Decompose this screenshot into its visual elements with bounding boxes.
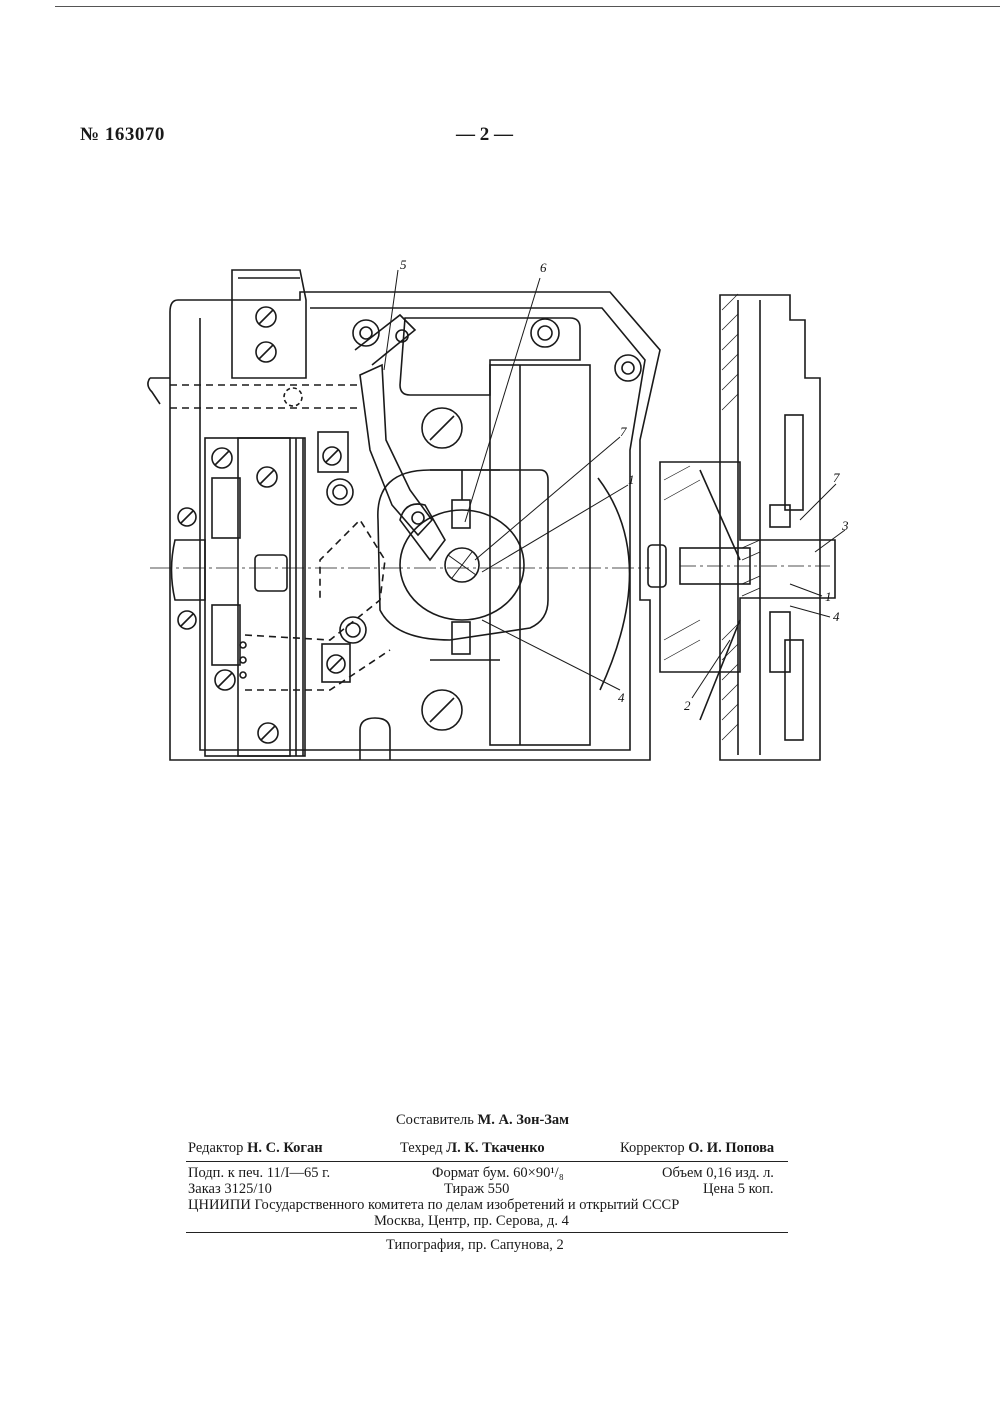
corrector-name: О. И. Попова <box>688 1140 774 1156</box>
imprint-rule-bottom <box>186 1232 788 1233</box>
volume: Объем 0,16 изд. л. <box>662 1165 774 1182</box>
techred-label: Техред <box>400 1140 443 1156</box>
compiler-name: М. А. Зон-Зам <box>478 1112 570 1128</box>
figure-label-7-section: 7 <box>833 470 840 485</box>
housing-outline <box>170 292 660 760</box>
paper-format: Формат бум. 60×90¹/₈ <box>432 1165 564 1182</box>
techred-name: Л. К. Ткаченко <box>446 1140 544 1156</box>
large-arc <box>598 478 630 690</box>
figure-label-4-section: 4 <box>833 609 840 624</box>
editor-name: Н. С. Коган <box>247 1140 322 1156</box>
compiler-line: Составитель М. А. Зон-Зам <box>396 1112 569 1129</box>
dashed-lever-upper <box>170 385 360 408</box>
hub <box>660 462 835 672</box>
figure-label-1-section: 1 <box>825 589 832 604</box>
editor-label: Редактор <box>188 1140 243 1156</box>
address: Москва, Центр, пр. Серова, д. 4 <box>374 1213 569 1230</box>
figure-label-2-section: 2 <box>684 698 691 713</box>
organization: ЦНИИПИ Государственного комитета по дела… <box>188 1197 679 1214</box>
corrector-line: Корректор О. И. Попова <box>620 1140 774 1157</box>
left-tab <box>148 378 170 404</box>
figure-label-5: 5 <box>400 257 407 272</box>
printing-house: Типография, пр. Сапунова, 2 <box>386 1237 564 1254</box>
compiler-label: Составитель <box>396 1112 474 1128</box>
circulation: Тираж 550 <box>444 1181 509 1198</box>
techred-line: Техред Л. К. Ткаченко <box>400 1140 545 1157</box>
housing-inner-outline <box>200 308 645 750</box>
lever-5 <box>360 365 432 535</box>
signed-date: Подп. к печ. 11/I—65 г. <box>188 1165 330 1182</box>
figure-label-3-section: 3 <box>841 518 849 533</box>
figure-label-4: 4 <box>618 690 625 705</box>
imprint-rule-top <box>186 1161 788 1162</box>
corrector-label: Корректор <box>620 1140 685 1156</box>
figure-label-1: 1 <box>628 472 635 487</box>
slider-housing <box>490 365 590 745</box>
figure-label-7: 7 <box>620 424 627 439</box>
dashed-lever-lower <box>245 520 390 690</box>
figure-label-6: 6 <box>540 260 547 275</box>
price: Цена 5 коп. <box>703 1181 774 1198</box>
editor-line: Редактор Н. С. Коган <box>188 1140 323 1157</box>
order-number: Заказ 3125/10 <box>188 1181 272 1198</box>
